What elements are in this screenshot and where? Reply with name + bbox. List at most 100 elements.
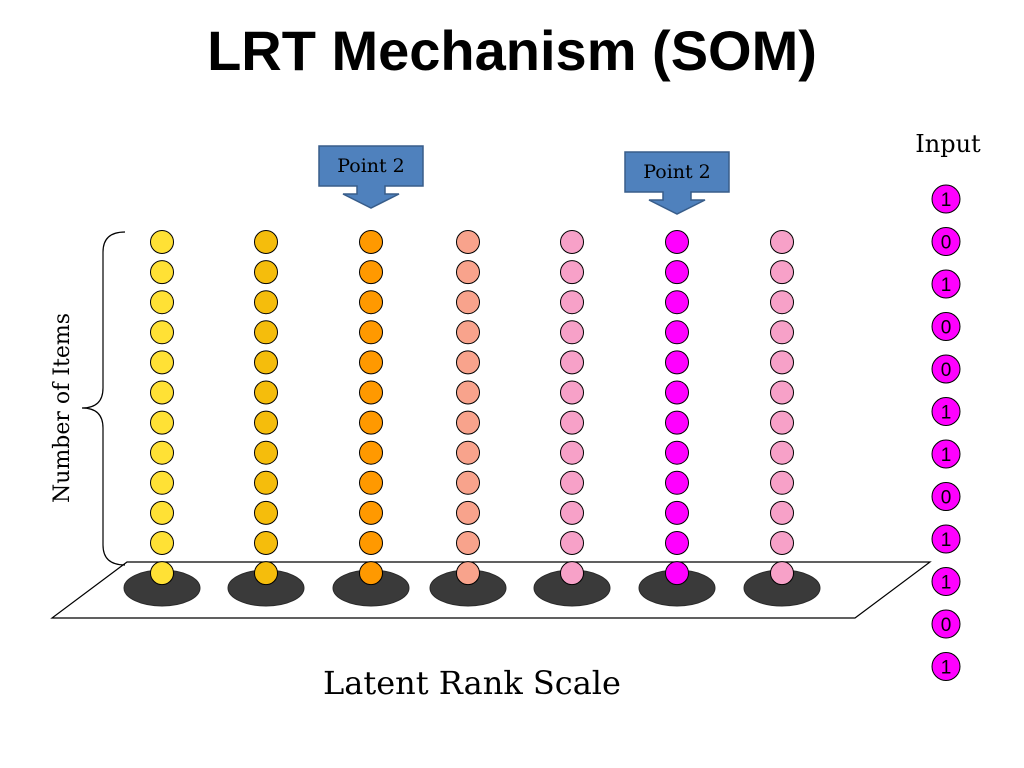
input-bit: 1: [931, 652, 961, 681]
item-node: [560, 350, 584, 375]
input-node: [931, 652, 961, 681]
item-node: [254, 440, 278, 465]
item-node: [770, 531, 794, 555]
item-node: [560, 380, 584, 405]
item-node: [359, 290, 383, 315]
input-node: [931, 439, 961, 469]
input-value: 0: [941, 360, 952, 381]
item-node: [150, 470, 174, 495]
input-bit: 0: [931, 227, 961, 256]
input-node: [931, 269, 961, 299]
input-node: [931, 609, 961, 639]
rank-column-5: [560, 230, 584, 586]
item-node: [770, 410, 794, 435]
item-node: [254, 260, 278, 285]
input-value: 1: [941, 403, 952, 424]
item-node: [560, 561, 584, 586]
item-node: [254, 230, 278, 254]
item-node: [456, 440, 480, 465]
input-value: 1: [941, 658, 952, 679]
item-node: [560, 500, 584, 525]
item-node: [254, 561, 278, 586]
input-bit: 0: [931, 482, 961, 511]
input-node: [931, 524, 961, 554]
input-bit: 1: [931, 397, 961, 426]
item-node: [456, 230, 480, 254]
item-node: [150, 440, 174, 465]
item-node: [254, 350, 278, 375]
item-node: [560, 230, 584, 254]
rank-column-6: [665, 230, 689, 586]
item-node: [560, 320, 584, 345]
input-value: 0: [941, 233, 952, 254]
item-node: [665, 350, 689, 375]
item-node: [150, 230, 174, 254]
item-node: [770, 500, 794, 525]
input-bit: 1: [931, 184, 961, 214]
x-axis-label: Latent Rank Scale: [323, 664, 621, 702]
item-node: [456, 260, 480, 285]
item-node: [150, 500, 174, 525]
item-node: [665, 470, 689, 495]
item-node: [560, 531, 584, 555]
item-node: [456, 380, 480, 405]
input-bit: 1: [931, 524, 961, 554]
callout-shape: [624, 151, 730, 215]
item-node: [665, 260, 689, 285]
item-node: [665, 320, 689, 345]
item-node: [359, 230, 383, 254]
input-bit: 0: [931, 354, 961, 384]
input-node: [931, 354, 961, 384]
item-node: [254, 500, 278, 525]
callout-label: Point 2: [337, 155, 405, 177]
item-node: [560, 290, 584, 315]
item-node: [770, 290, 794, 315]
item-node: [770, 320, 794, 345]
item-node: [665, 440, 689, 465]
input-bit: 1: [931, 567, 961, 596]
item-node: [770, 440, 794, 465]
item-node: [665, 410, 689, 435]
item-node: [665, 230, 689, 254]
item-node: [770, 470, 794, 495]
input-node: [931, 312, 961, 341]
item-node: [359, 380, 383, 405]
item-node: [359, 440, 383, 465]
callouts: Point 2 Point 2: [318, 145, 730, 215]
input-value: 1: [941, 445, 952, 466]
item-node: [359, 500, 383, 525]
rank-column-4: [456, 230, 480, 586]
y-axis-label: Number of Items: [50, 313, 75, 503]
item-node: [560, 260, 584, 285]
item-node: [359, 561, 383, 586]
item-node: [456, 561, 480, 586]
item-node: [150, 531, 174, 555]
input-bit: 1: [931, 269, 961, 299]
item-node: [359, 350, 383, 375]
item-node: [254, 531, 278, 555]
item-node: [456, 350, 480, 375]
item-node: [359, 260, 383, 285]
item-node: [665, 290, 689, 315]
callout-label: Point 2: [643, 161, 711, 183]
item-node: [560, 470, 584, 495]
item-node: [770, 230, 794, 254]
input-node: [931, 184, 961, 214]
item-node: [254, 410, 278, 435]
item-node: [770, 561, 794, 586]
item-node: [456, 290, 480, 315]
rank-column-1: [150, 230, 174, 586]
item-node: [560, 410, 584, 435]
item-node: [150, 561, 174, 586]
input-bit: 1: [931, 439, 961, 469]
item-node: [359, 470, 383, 495]
callout-point: Point 2: [318, 145, 424, 209]
item-node: [359, 410, 383, 435]
input-value: 1: [941, 275, 952, 296]
input-label: Input: [915, 130, 981, 158]
input-value: 1: [941, 530, 952, 551]
item-node: [456, 320, 480, 345]
item-node: [560, 440, 584, 465]
